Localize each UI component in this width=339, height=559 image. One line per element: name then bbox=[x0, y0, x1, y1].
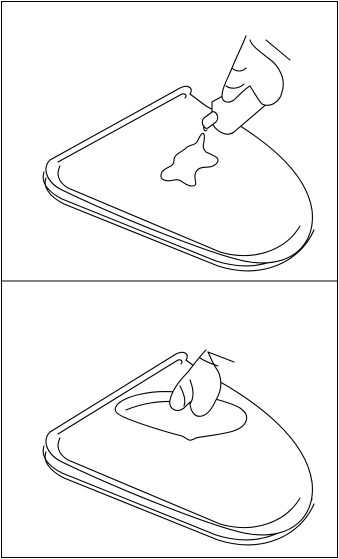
panel-wipe-surface bbox=[43, 350, 314, 545]
hand-icon bbox=[222, 36, 290, 105]
panel-apply-cleaner bbox=[43, 36, 314, 271]
toilet-seat-lid-icon bbox=[43, 352, 314, 544]
